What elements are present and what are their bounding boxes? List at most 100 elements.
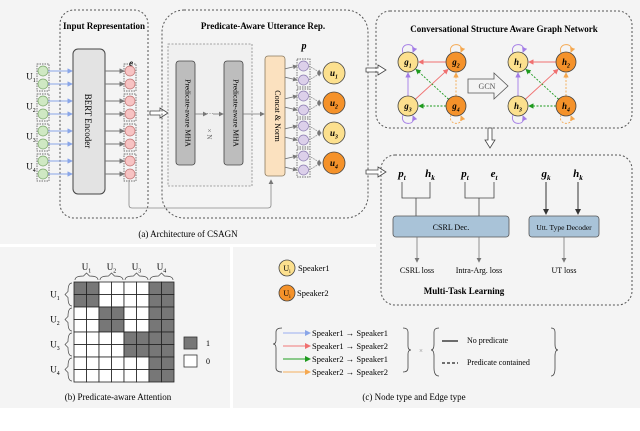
column-brace bbox=[149, 272, 174, 281]
embedding-node bbox=[124, 125, 136, 137]
svg-text:g3: g3 bbox=[403, 101, 412, 113]
svg-text:h4: h4 bbox=[562, 101, 570, 113]
utterance-rep-module: Predicate-Aware Utterance Rep. Predicate… bbox=[161, 9, 369, 219]
mtl-input-label: pt bbox=[460, 168, 470, 182]
hollow-arrow-to-graph bbox=[365, 64, 387, 76]
attention-cell bbox=[98, 306, 112, 320]
concat-norm-label: Concat & Norm bbox=[273, 90, 282, 142]
attention-cell bbox=[148, 369, 162, 383]
attention-cell bbox=[86, 344, 100, 358]
attention-cell bbox=[86, 319, 100, 333]
attention-cell bbox=[123, 344, 137, 358]
attention-cell bbox=[148, 319, 162, 333]
utterance-rep-title: Predicate-Aware Utterance Rep. bbox=[201, 21, 325, 31]
mtl-input-label: gk bbox=[540, 168, 551, 182]
panel-c-background bbox=[233, 246, 640, 408]
input-representation-module: Input Representation BERT Encoder e U1U2… bbox=[26, 9, 149, 219]
graph-edge bbox=[415, 68, 449, 100]
attention-cell bbox=[98, 356, 112, 370]
attention-cell bbox=[98, 331, 112, 345]
attention-cell bbox=[161, 319, 175, 333]
graph-node bbox=[507, 95, 529, 117]
caption-c: (c) Node type and Edge type bbox=[362, 392, 465, 402]
predicate-contained-label: Predicate contained bbox=[467, 358, 530, 367]
embedding-node bbox=[124, 95, 136, 107]
row-label: U1 bbox=[50, 290, 60, 302]
graph-node bbox=[507, 51, 529, 73]
attention-cell bbox=[148, 294, 162, 308]
attention-cell bbox=[148, 281, 162, 295]
attention-cell bbox=[98, 294, 112, 308]
attention-cell bbox=[111, 331, 125, 345]
attention-cell bbox=[136, 319, 150, 333]
utterance-node bbox=[322, 91, 346, 115]
graph-node bbox=[397, 51, 419, 73]
attention-cell bbox=[98, 344, 112, 358]
edge-type-row: Speaker1 → Speaker2 bbox=[283, 341, 388, 351]
predicate-group: u1 bbox=[284, 58, 346, 88]
attention-cell bbox=[111, 319, 125, 333]
svg-text:h3: h3 bbox=[514, 101, 522, 113]
self-loop-edge bbox=[560, 114, 576, 124]
utterance-node bbox=[322, 61, 346, 85]
utterance-group: U1 bbox=[26, 63, 137, 92]
attention-cell bbox=[136, 294, 150, 308]
attention-cell bbox=[73, 344, 87, 358]
bert-encoder bbox=[72, 48, 106, 195]
self-loop-edge bbox=[560, 44, 576, 54]
attention-cell bbox=[136, 356, 150, 370]
attention-cell bbox=[123, 369, 137, 383]
attention-cell bbox=[123, 319, 137, 333]
attention-cell bbox=[123, 306, 137, 320]
row-brace bbox=[64, 307, 73, 332]
edge-type-label: Speaker2 → Speaker1 bbox=[312, 354, 388, 364]
attention-cell bbox=[148, 356, 162, 370]
attention-cell bbox=[161, 294, 175, 308]
token-node bbox=[37, 168, 49, 180]
svg-text:u1: u1 bbox=[330, 68, 338, 80]
panel-a-background bbox=[0, 0, 640, 258]
csrl-decoder bbox=[392, 215, 510, 238]
row-brace bbox=[64, 357, 73, 382]
self-loop-edge bbox=[450, 114, 466, 124]
row-label: U4 bbox=[50, 365, 60, 377]
graph-node bbox=[445, 95, 467, 117]
svg-text:h1: h1 bbox=[514, 57, 522, 69]
graph-node bbox=[555, 95, 577, 117]
attention-cell bbox=[161, 306, 175, 320]
hollow-arrow-down bbox=[484, 127, 496, 149]
attention-cell bbox=[161, 331, 175, 345]
speaker1-node bbox=[278, 259, 296, 277]
mha-block-2 bbox=[223, 60, 244, 166]
embedding-node bbox=[124, 138, 136, 150]
attention-cell bbox=[73, 369, 87, 383]
predicate-node bbox=[298, 104, 309, 116]
column-label: U3 bbox=[132, 262, 142, 274]
attention-cell bbox=[86, 281, 100, 295]
multi-task-title: Multi-Task Learning bbox=[424, 286, 505, 296]
csrl-decoder-label: CSRL Dec. bbox=[433, 223, 470, 232]
attention-cell bbox=[136, 331, 150, 345]
attention-cell bbox=[73, 331, 87, 345]
column-brace bbox=[124, 272, 149, 281]
utt-type-decoder-label: Utt. Type Decoder bbox=[536, 223, 592, 232]
mtl-input-label: pt bbox=[397, 168, 407, 182]
utterance-node bbox=[322, 121, 346, 145]
attention-cell bbox=[86, 369, 100, 383]
token-node bbox=[37, 78, 49, 90]
utterance-label: U3 bbox=[26, 132, 36, 144]
token-node bbox=[37, 95, 49, 107]
self-loop-edge bbox=[450, 44, 466, 54]
attention-cell bbox=[111, 344, 125, 358]
column-brace bbox=[99, 272, 124, 281]
intra-arg-loss: Intra-Arg. loss bbox=[456, 266, 503, 275]
caption-b: (b) Predicate-aware Attention bbox=[65, 392, 172, 402]
edge-type-row: Speaker1 → Speaker1 bbox=[283, 328, 388, 338]
embedding-node bbox=[124, 108, 136, 120]
attention-cell bbox=[98, 369, 112, 383]
input-representation-title: Input Representation bbox=[63, 21, 145, 31]
csrl-loss: CSRL loss bbox=[400, 266, 434, 275]
graph-node bbox=[555, 51, 577, 73]
predicate-node bbox=[298, 164, 309, 176]
